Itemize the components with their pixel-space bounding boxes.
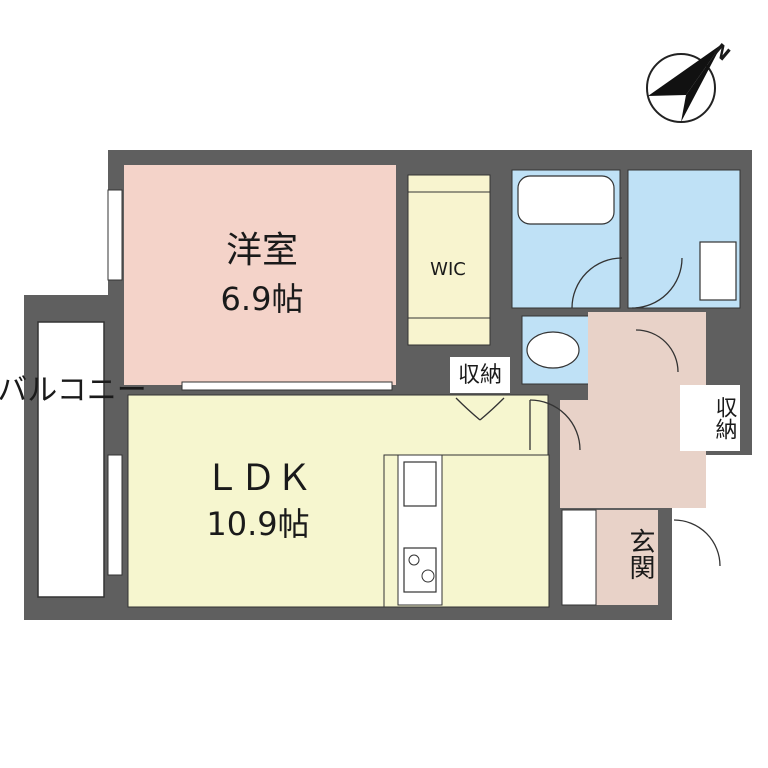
doors — [455, 257, 721, 567]
storage-top — [450, 357, 510, 393]
western-room — [124, 165, 396, 385]
balcony: バルコニー — [0, 321, 147, 598]
entrance — [596, 510, 658, 605]
balcony-label: バルコニー — [0, 373, 147, 408]
western-room-size: 6.9帖 — [221, 280, 304, 318]
entrance-label: 玄関 — [625, 528, 655, 580]
toilet-bowl — [526, 331, 580, 369]
bathtub — [517, 175, 615, 225]
western-room-name: 洋室 — [226, 230, 298, 271]
sink-icon — [403, 461, 437, 507]
wic-room — [407, 174, 491, 346]
north-arrow-icon: N — [646, 40, 734, 123]
ldk-name: ＬＤＫ — [204, 458, 312, 499]
windows — [107, 189, 393, 576]
ldk-size: 10.9帖 — [206, 505, 309, 543]
stove-icon — [403, 547, 437, 593]
storage-right — [680, 385, 740, 451]
wic-label: WIC — [430, 259, 466, 280]
washroom — [627, 169, 741, 309]
washbasin — [699, 241, 737, 301]
storage-right-label: 収納 — [712, 396, 738, 440]
storage-top-label: 収納 — [458, 363, 502, 388]
